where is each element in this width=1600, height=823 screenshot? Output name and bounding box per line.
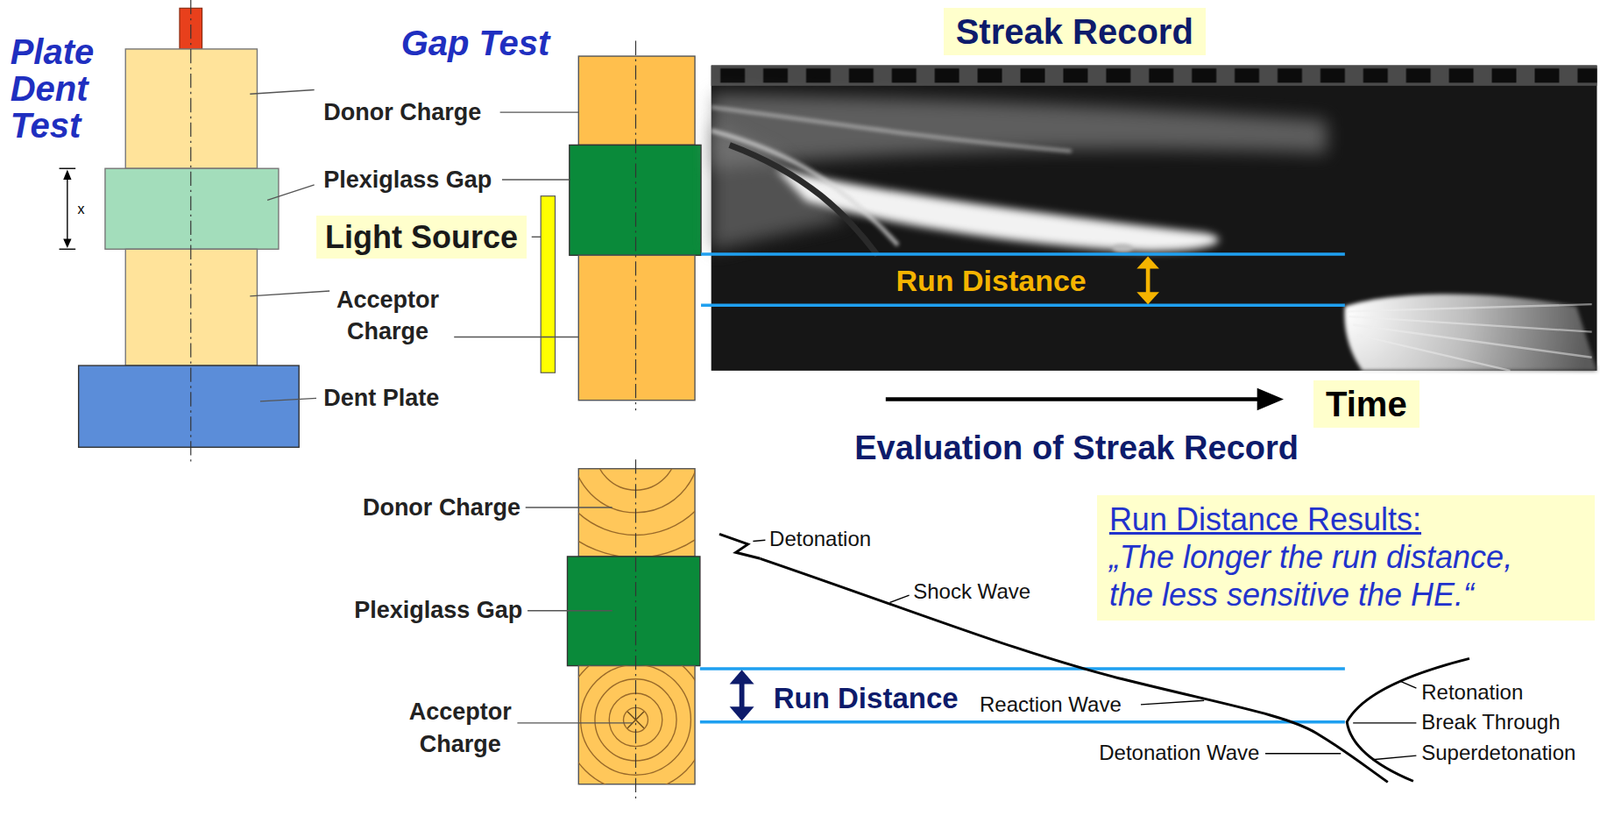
- wave-label: Detonation: [769, 526, 871, 552]
- leader-line: [1400, 680, 1417, 688]
- leader-line: [527, 609, 613, 611]
- streak-line: [711, 106, 1072, 151]
- donor-charge: [578, 56, 695, 145]
- leader-line: [1265, 752, 1341, 754]
- run-distance-label: Run Distance: [773, 681, 959, 716]
- note-box: Run Distance Results:„The longer the run…: [1097, 495, 1595, 622]
- grain-arc: [578, 468, 695, 536]
- acceptor-charge: [578, 254, 695, 400]
- wave-label: Detonation Wave: [1098, 741, 1260, 766]
- streak-flash: [775, 168, 1219, 251]
- grain-arcs: [578, 468, 695, 557]
- leader-line: [516, 722, 633, 723]
- run-distance-arrow: [739, 681, 745, 708]
- part-label: Plexiglass Gap: [353, 594, 523, 626]
- leader-line: [267, 184, 315, 200]
- wave-label: Retonation: [1421, 679, 1523, 705]
- wave-label: Shock Wave: [913, 580, 1031, 605]
- time-arrow: [885, 396, 1262, 402]
- leader-line: [752, 539, 765, 541]
- arrowhead: [729, 706, 755, 721]
- center-line: [190, 0, 192, 462]
- figure-title: Plate Dent Test: [10, 33, 95, 144]
- part-label: Plexiglass Gap: [323, 163, 492, 196]
- arrowhead: [1136, 291, 1160, 305]
- plexiglass-gap: [105, 168, 279, 249]
- arrowhead: [1257, 388, 1284, 411]
- dimension-tick: [59, 248, 77, 250]
- run-distance-label: Run Distance: [895, 264, 1086, 299]
- leader-line: [525, 506, 613, 508]
- streak-line: [729, 144, 878, 255]
- leader-line: [889, 594, 909, 602]
- leader-line: [502, 178, 570, 180]
- light-source-bar: [540, 196, 555, 374]
- part-label: Acceptor Charge: [409, 695, 512, 760]
- heading-box: Streak Record: [943, 7, 1206, 56]
- arrowhead: [729, 669, 755, 684]
- part-label: Dent Plate: [323, 382, 439, 414]
- fan-streak: [1346, 304, 1592, 371]
- run-distance-line: [700, 666, 1346, 670]
- run-distance-arrow: [1146, 265, 1151, 296]
- film-strip: [711, 65, 1598, 86]
- figure-title: Gap Test: [401, 24, 551, 62]
- leader-line: [249, 290, 330, 297]
- wave-label: Break Through: [1421, 710, 1560, 736]
- part-label: Donor Charge: [323, 96, 482, 128]
- leader-line: [1352, 722, 1416, 723]
- heading-text: Streak Record: [955, 10, 1194, 53]
- dent-plate: [78, 365, 300, 447]
- dimension-arrowhead: [63, 239, 71, 248]
- leader-line: [260, 397, 317, 401]
- leader-line: [249, 90, 314, 95]
- part-label: Acceptor Charge: [336, 283, 439, 347]
- leader-line: [453, 336, 579, 338]
- dimension-arrowhead: [63, 169, 71, 180]
- streak-photo: [711, 65, 1598, 371]
- label-text: Time: [1325, 382, 1408, 425]
- label-box: Time: [1313, 380, 1420, 428]
- note-body: „The longer the run distance, the less s…: [1109, 538, 1548, 614]
- detonation-zigzag: [719, 533, 761, 559]
- run-distance-line: [700, 720, 1346, 723]
- grain-rings: [578, 665, 695, 785]
- section-heading: Evaluation of Streak Record: [854, 430, 1299, 469]
- sprocket-holes: [711, 65, 1598, 86]
- grain-ring: [578, 665, 695, 785]
- streak-haze: [711, 93, 1327, 169]
- detonation-fan: [1344, 293, 1597, 370]
- dimension-line: [66, 173, 68, 246]
- label-text: Light Source: [325, 218, 518, 256]
- dimension-label: x: [77, 201, 85, 218]
- part-label: Donor Charge: [362, 491, 521, 524]
- wave-label: Reaction Wave: [979, 692, 1122, 717]
- leader-line: [1140, 700, 1204, 705]
- grain-arc: [578, 468, 695, 513]
- center-line: [635, 41, 637, 411]
- wave-label: Superdetonation: [1421, 741, 1576, 766]
- center-line: [635, 459, 637, 801]
- grain-arc: [578, 468, 695, 557]
- leader-line: [500, 111, 580, 113]
- leader-line: [531, 236, 541, 238]
- label-box: Light Source: [316, 215, 527, 259]
- run-distance-line: [700, 252, 1346, 255]
- streak-spot: [1111, 243, 1133, 252]
- leader-line: [1372, 755, 1416, 760]
- note-heading: Run Distance Results:: [1109, 500, 1583, 539]
- run-distance-line: [700, 304, 1346, 307]
- arrowhead: [1136, 255, 1160, 269]
- dimension-tick: [59, 168, 77, 170]
